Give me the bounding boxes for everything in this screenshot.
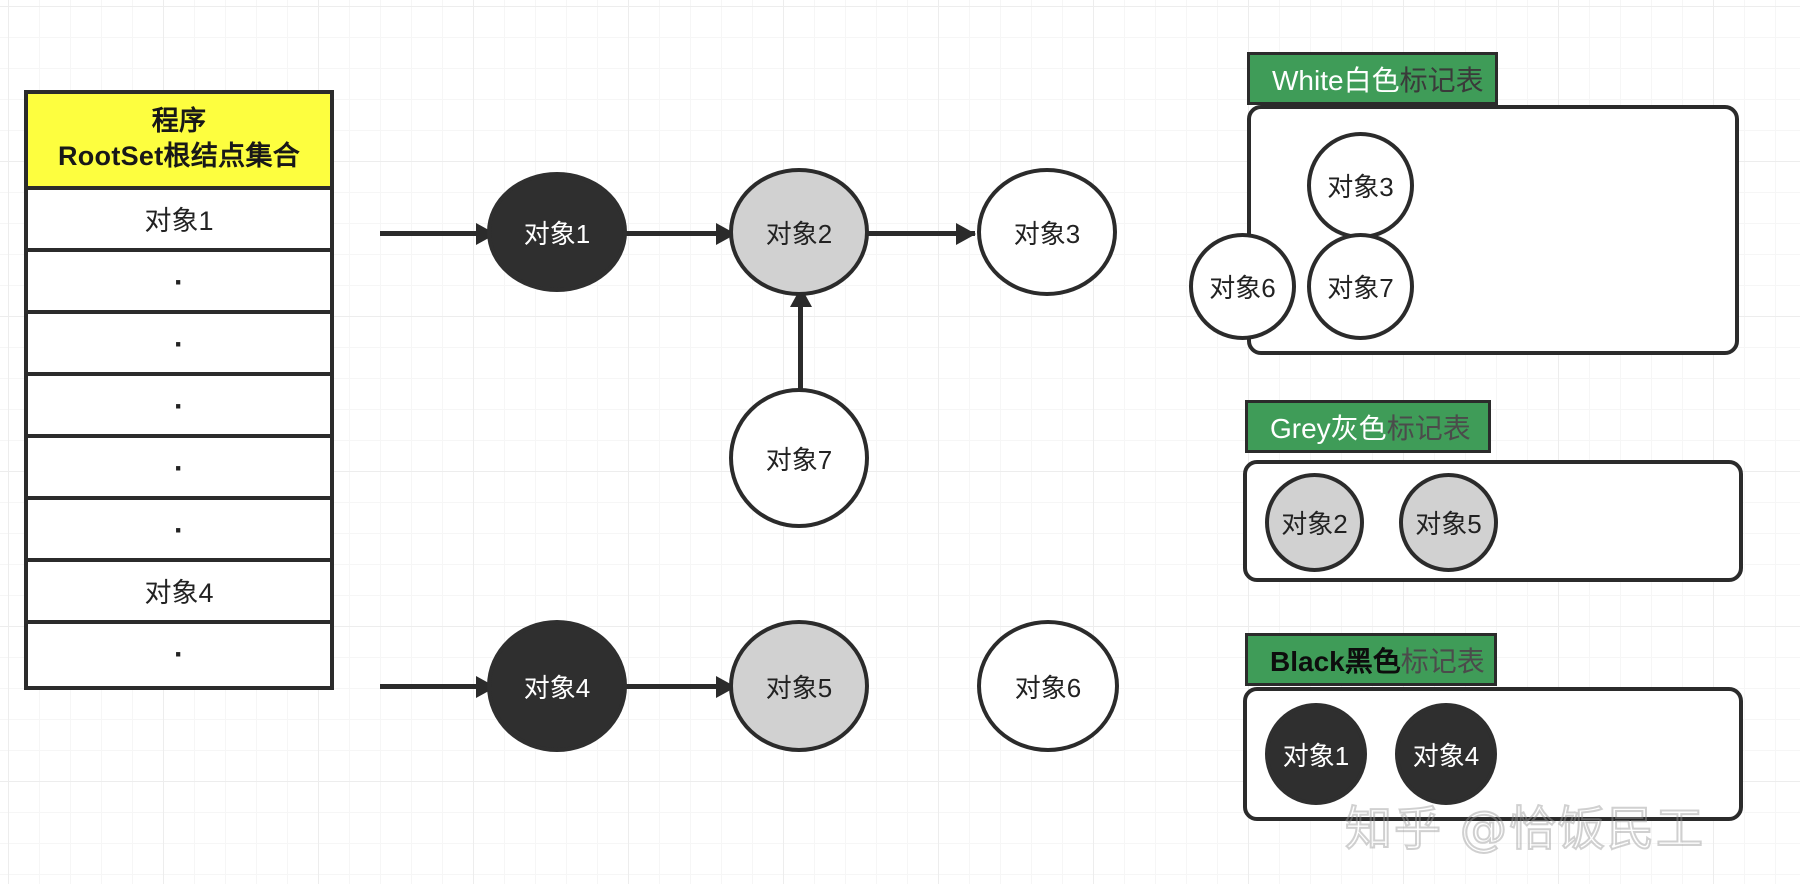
legend-item-grey-obj5-label: 对象5: [1415, 509, 1482, 539]
legend-item-grey-obj2[interactable]: 对象2: [1265, 473, 1364, 572]
edge-rootset-to-obj1: [380, 231, 495, 236]
legend-tab-white[interactable]: White白色标记表: [1247, 52, 1498, 105]
graph-node-obj5[interactable]: 对象5: [729, 620, 869, 752]
legend-tab-white-strong: White白色: [1272, 64, 1400, 96]
graph-node-obj1[interactable]: 对象1: [487, 172, 627, 292]
graph-node-obj2-label: 对象2: [765, 218, 833, 249]
rootset-row-obj1[interactable]: 对象1: [28, 190, 330, 252]
legend-tab-black-strong: Black黑色: [1270, 645, 1401, 677]
rootset-row-dot-5: ·: [28, 500, 330, 562]
rootset-header-line1: 程序: [151, 106, 207, 136]
graph-node-obj5-label: 对象5: [765, 672, 833, 703]
graph-node-obj3[interactable]: 对象3: [977, 168, 1117, 296]
graph-node-obj6[interactable]: 对象6: [977, 620, 1119, 752]
graph-node-obj7-label: 对象7: [765, 444, 833, 475]
graph-node-obj4[interactable]: 对象4: [487, 620, 627, 752]
graph-node-obj7[interactable]: 对象7: [729, 388, 869, 528]
graph-node-obj2[interactable]: 对象2: [729, 168, 869, 296]
graph-node-obj6-label: 对象6: [1014, 672, 1082, 703]
legend-item-white-obj7[interactable]: 对象7: [1307, 233, 1414, 340]
rootset-header-line2: RootSet根结点集合: [57, 141, 301, 171]
rootset-row-dot-3: ·: [28, 376, 330, 438]
edge-rootset-to-obj4: [380, 684, 495, 689]
legend-tab-grey-strong: Grey灰色: [1270, 412, 1387, 444]
rootset-header: 程序 RootSet根结点集合: [28, 94, 330, 190]
legend-item-black-obj1-label: 对象1: [1282, 740, 1350, 771]
legend-item-grey-obj5[interactable]: 对象5: [1399, 473, 1498, 572]
legend-item-black-obj1[interactable]: 对象1: [1265, 703, 1367, 805]
legend-box-white: 对象3 对象6 对象7: [1189, 105, 1739, 355]
edge-obj1-to-obj2: [625, 231, 735, 236]
rootset-row-dot-4: ·: [28, 438, 330, 500]
watermark: 知乎 @恰饭民工: [1344, 801, 1705, 858]
legend-tab-black-muted: 标记表: [1400, 645, 1485, 677]
legend-item-grey-obj2-label: 对象2: [1281, 509, 1348, 539]
legend-box-black: 对象1 对象4: [1243, 687, 1743, 821]
legend-item-white-obj3[interactable]: 对象3: [1307, 132, 1414, 239]
rootset-row-dot-1: ·: [28, 252, 330, 314]
legend-item-white-obj3-label: 对象3: [1327, 172, 1394, 202]
legend-item-white-obj6-label: 对象6: [1209, 273, 1276, 303]
legend-item-black-obj4[interactable]: 对象4: [1395, 703, 1497, 805]
rootset-row-dot-6: ·: [28, 624, 330, 686]
edge-obj7-to-obj2: [798, 288, 803, 408]
legend-item-white-obj6[interactable]: 对象6: [1189, 233, 1296, 340]
edge-obj4-to-obj5: [625, 684, 735, 689]
legend-tab-white-muted: 标记表: [1399, 64, 1484, 96]
edge-obj2-to-obj3: [865, 231, 975, 236]
graph-node-obj3-label: 对象3: [1013, 218, 1081, 249]
legend-item-black-obj4-label: 对象4: [1412, 740, 1480, 771]
legend-box-grey: 对象2 对象5: [1243, 460, 1743, 582]
graph-node-obj1-label: 对象1: [523, 218, 591, 249]
rootset-row-obj4[interactable]: 对象4: [28, 562, 330, 624]
legend-item-white-obj7-label: 对象7: [1327, 273, 1394, 303]
rootset-table: 程序 RootSet根结点集合 对象1 · · · · · 对象4 ·: [24, 90, 334, 690]
rootset-row-dot-2: ·: [28, 314, 330, 376]
legend-tab-black[interactable]: Black黑色标记表: [1245, 633, 1497, 686]
legend-tab-grey-muted: 标记表: [1386, 412, 1471, 444]
legend-tab-grey[interactable]: Grey灰色标记表: [1245, 400, 1491, 453]
graph-node-obj4-label: 对象4: [523, 672, 591, 703]
